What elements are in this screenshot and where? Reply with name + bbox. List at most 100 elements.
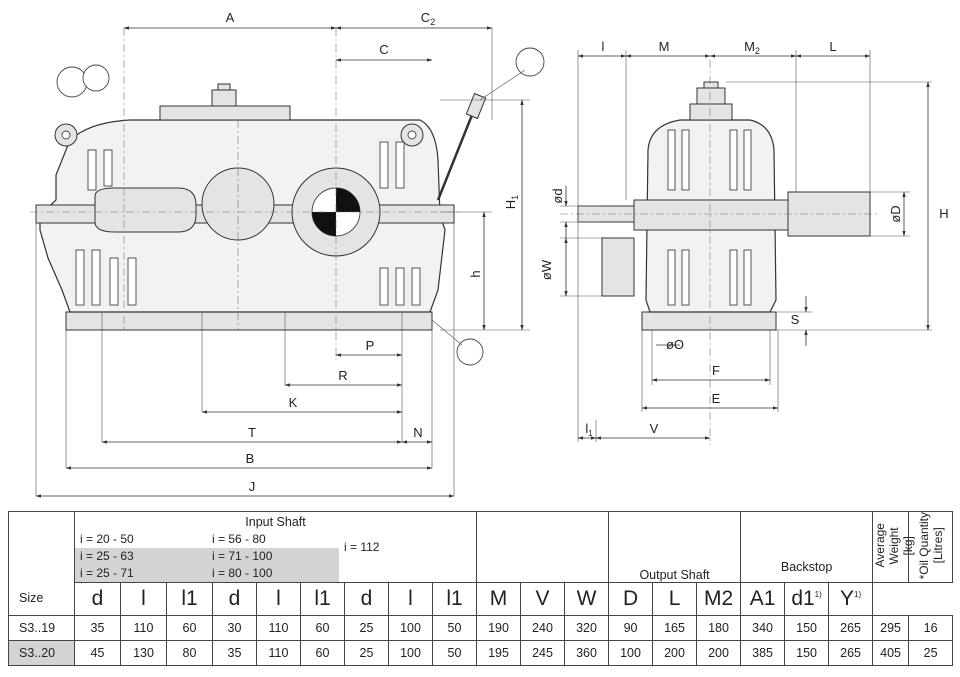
cell: 35 (74, 614, 121, 641)
cell: 150 (784, 614, 830, 641)
input-shaft-header: Input Shaft i = 20 - 50 i = 25 - 63 i = … (73, 511, 478, 582)
cell: 30 (212, 614, 257, 641)
cell: 25 (344, 614, 389, 641)
dim-label-L: L (829, 39, 836, 54)
cell: 200 (652, 639, 698, 666)
cell: 100 (388, 639, 433, 666)
cell: 405 (872, 639, 910, 666)
dim-label-R: R (338, 368, 347, 383)
col-d-3: d (344, 581, 389, 616)
dim-label-N: N (413, 425, 422, 440)
col-A1: A1 (740, 581, 786, 616)
col-l-1: l (120, 581, 167, 616)
cell: 16 (908, 614, 954, 641)
cell: 50 (431, 614, 478, 641)
ratio-group-1-row-1: i = 20 - 50 (80, 532, 134, 546)
col-d-1: d (74, 581, 121, 616)
backstop-header: Backstop (740, 511, 874, 582)
cell: 240 (520, 614, 566, 641)
dim-label-J: J (249, 479, 256, 494)
col-D: D (608, 581, 654, 616)
dim-label-l: l (602, 39, 605, 54)
dim-label-B: B (246, 451, 255, 466)
col-L: L (652, 581, 698, 616)
col-d1: d11) (784, 581, 830, 616)
dim-label-V: V (650, 421, 659, 436)
cell: 180 (696, 614, 742, 641)
cell: 195 (476, 639, 522, 666)
cell: 100 (388, 614, 433, 641)
col-l-3: l (388, 581, 433, 616)
table-row: S3..19 35 110 60 30 110 60 25 100 50 190… (8, 614, 954, 641)
cell: 340 (740, 614, 786, 641)
dim-label-F: F (712, 363, 720, 378)
row-size: S3..19 (8, 614, 75, 641)
dim-label-l1: l1 (585, 421, 593, 438)
oil-quantity-header: *Oil Quantity[Litres] (908, 511, 954, 583)
cell: 60 (300, 614, 345, 641)
ratio-group-2-row-1: i = 56 - 80 (212, 532, 266, 546)
cell: 150 (784, 639, 830, 666)
col-Y: Y1) (828, 581, 874, 616)
size-label: Size (8, 582, 75, 616)
cell: 110 (120, 614, 167, 641)
col-l1-2: l1 (300, 581, 345, 616)
size-header (8, 511, 75, 582)
gearbox-header (476, 511, 610, 582)
cell: 110 (256, 614, 301, 641)
dim-label-C: C (379, 42, 388, 57)
dim-label-h: h (468, 270, 483, 277)
ratio-group-1-row-3: i = 25 - 71 (75, 565, 207, 582)
dim-label-K: K (289, 395, 298, 410)
ratio-group-1-row-2: i = 25 - 63 (75, 548, 207, 565)
ratio-group-2-row-3: i = 80 - 100 (207, 565, 339, 582)
cell: 45 (74, 639, 121, 666)
cell: 295 (872, 614, 910, 641)
cell: 190 (476, 614, 522, 641)
cell: 60 (166, 614, 213, 641)
average-weight-header: Average Weight[kg] (872, 511, 915, 583)
cell: 80 (166, 639, 213, 666)
cell: 90 (608, 614, 654, 641)
cell: 245 (520, 639, 566, 666)
cell: 60 (300, 639, 345, 666)
row-size: S3..20 (8, 639, 75, 666)
col-M: M (476, 581, 522, 616)
dim-label-E: E (712, 391, 721, 406)
dim-label-P: P (366, 338, 375, 353)
dim-label-T: T (248, 425, 256, 440)
dim-label-M: M (659, 39, 670, 54)
col-M2: M2 (696, 581, 742, 616)
gearbox-side-view: A C2 C H1 h P R K T N B J (30, 10, 545, 498)
dim-label-H: H (939, 206, 948, 221)
dim-label-A: A (226, 10, 235, 25)
cell: 360 (564, 639, 610, 666)
dim-label-O: øO (666, 337, 684, 352)
gearbox-end-view: l M M2 L ød øW øD H S øO F E l1 V (539, 39, 949, 445)
col-l1-1: l1 (166, 581, 213, 616)
dim-label-M2: M2 (744, 39, 760, 56)
dim-label-d: ød (550, 188, 565, 203)
cell: 25 (908, 639, 954, 666)
cell: 320 (564, 614, 610, 641)
col-V: V (520, 581, 566, 616)
cell: 100 (608, 639, 654, 666)
dim-label-W: øW (539, 259, 554, 280)
dim-label-S: S (791, 312, 800, 327)
cell: 35 (212, 639, 257, 666)
cell: 265 (828, 614, 874, 641)
col-l-2: l (256, 581, 301, 616)
cell: 25 (344, 639, 389, 666)
dimension-table: Input Shaft i = 20 - 50 i = 25 - 63 i = … (8, 511, 954, 666)
dim-label-D: øD (888, 205, 903, 222)
ratio-group-3-row-1: i = 112 (344, 540, 380, 554)
ratio-group-2-row-2: i = 71 - 100 (207, 548, 339, 565)
col-W: W (564, 581, 610, 616)
cell: 200 (696, 639, 742, 666)
cell: 50 (431, 639, 478, 666)
cell: 110 (256, 639, 301, 666)
cell: 385 (740, 639, 786, 666)
dim-label-H1: H1 (503, 195, 520, 209)
technical-drawing: A C2 C H1 h P R K T N B J (30, 10, 949, 498)
output-shaft-header: Output Shaft (608, 511, 742, 582)
